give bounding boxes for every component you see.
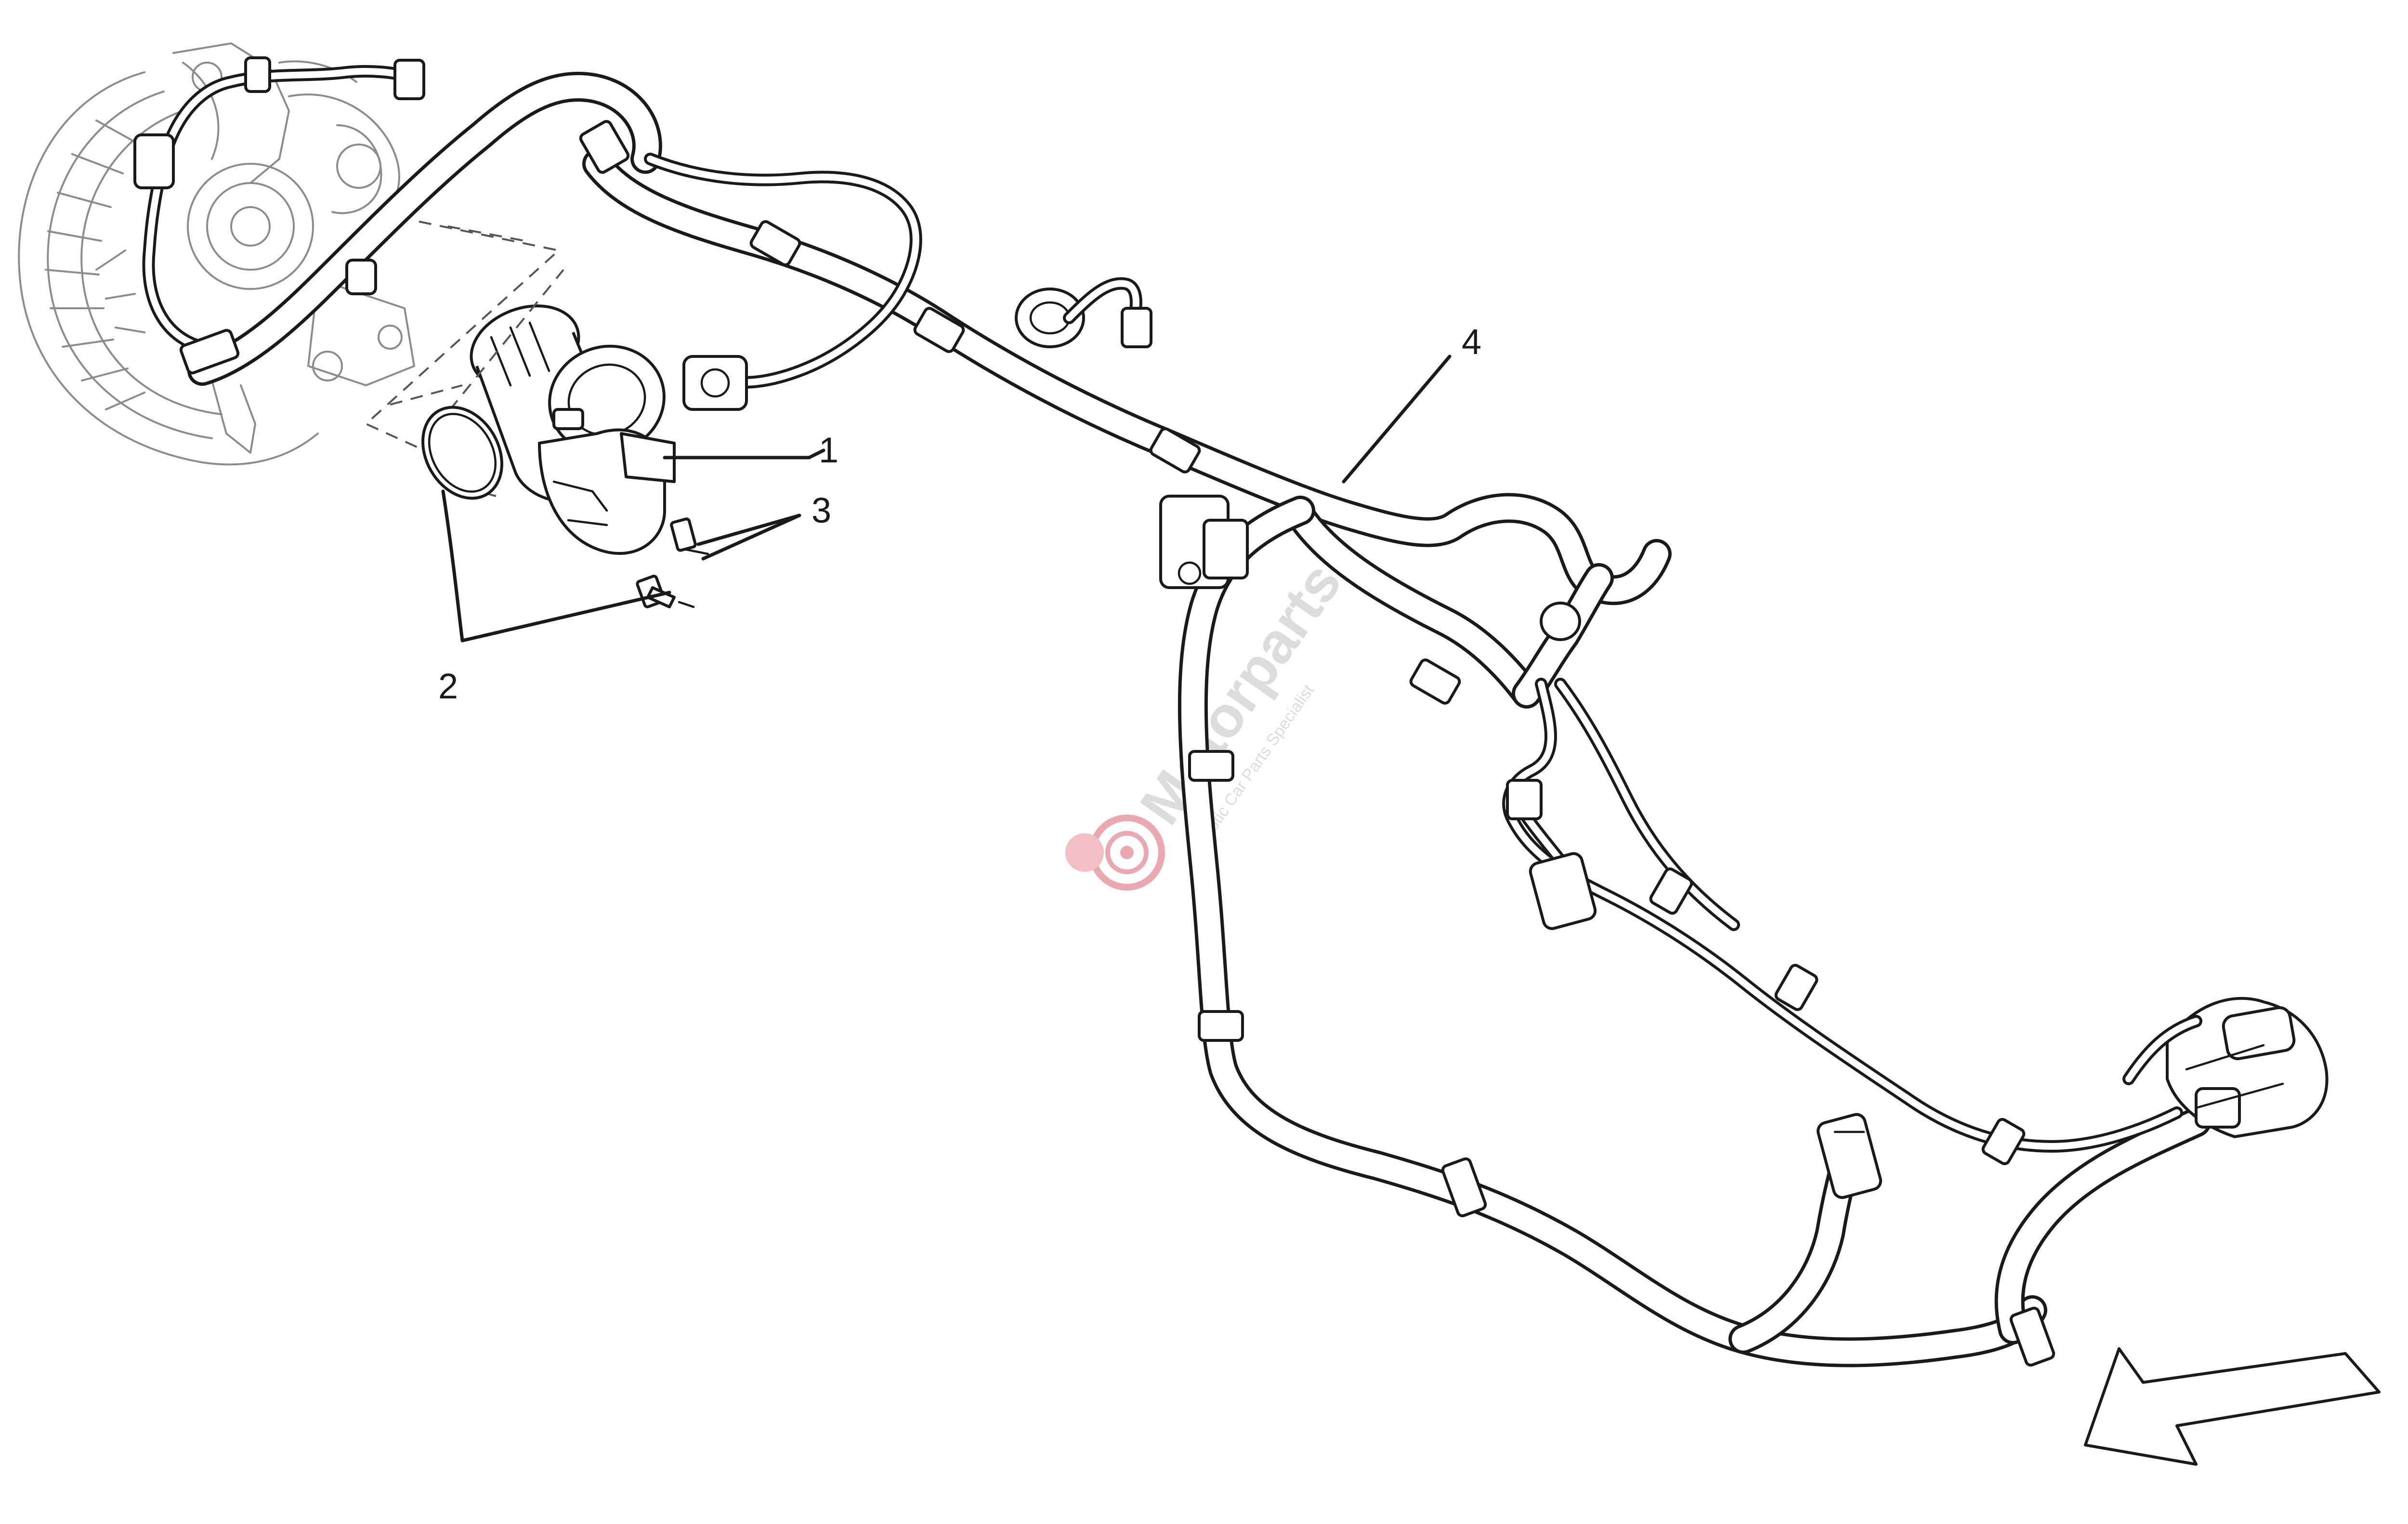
direction-arrow-icon xyxy=(2084,1347,2381,1466)
leader-3 xyxy=(696,513,801,561)
harness-clip xyxy=(749,220,801,266)
seal-ring xyxy=(421,406,503,500)
harness-clip xyxy=(1198,1010,1244,1042)
harness-connectors xyxy=(682,277,2329,1199)
gear-logo-icon xyxy=(1065,815,1165,891)
wiring-harness xyxy=(187,72,2211,1367)
harness-clips xyxy=(179,120,2055,1367)
leader-4 xyxy=(1342,355,1452,484)
harness-clip xyxy=(1441,1157,1487,1218)
harness-clip xyxy=(1649,867,1693,915)
harness-clip xyxy=(345,259,377,295)
harness-clip xyxy=(579,120,630,174)
harness-clip xyxy=(1774,964,1819,1011)
harness-clip xyxy=(913,307,965,353)
grommet xyxy=(1015,288,1085,348)
harness-clip xyxy=(1409,658,1461,705)
mounting-guide xyxy=(364,221,564,449)
connector xyxy=(1529,852,1597,930)
callouts: 1 3 2 4 xyxy=(438,322,1481,706)
callout-4: 4 xyxy=(1462,322,1481,362)
callout-3: 3 xyxy=(811,490,831,530)
callout-2: 2 xyxy=(438,666,458,706)
connector xyxy=(682,355,748,411)
grommet xyxy=(1540,602,1581,641)
connector-block xyxy=(1203,519,1249,579)
secondary-wires xyxy=(644,153,2183,1153)
hub-clip xyxy=(393,59,425,100)
connector xyxy=(1121,307,1152,348)
connector xyxy=(2195,1087,2241,1129)
screw xyxy=(670,517,697,552)
hub-clip xyxy=(244,56,271,93)
harness-clip xyxy=(1506,779,1543,820)
harness-clip xyxy=(1981,1118,2026,1165)
hub-connector xyxy=(133,133,175,189)
harness-clip xyxy=(1149,427,1201,473)
actuator-motor xyxy=(470,304,676,555)
leader-1 xyxy=(663,448,825,460)
callout-1: 1 xyxy=(819,430,838,470)
harness-clip xyxy=(2009,1306,2055,1367)
leader-2 xyxy=(441,489,671,643)
brake-disc-hub-assembly xyxy=(18,42,415,466)
connector xyxy=(2222,1006,2296,1060)
hub-sensor-wire xyxy=(133,56,425,353)
harness-clip xyxy=(1188,750,1234,782)
harness-clip xyxy=(179,328,240,375)
connector xyxy=(1817,1113,1882,1199)
